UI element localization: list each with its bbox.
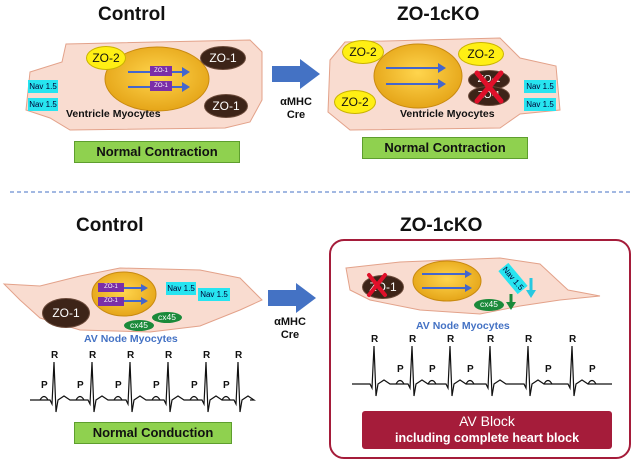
ecg-ko-p-wave bbox=[427, 379, 437, 385]
bottom-arrow-label-line2: Cre bbox=[280, 329, 300, 341]
cx45-av-control-b: cx45 bbox=[124, 320, 154, 331]
top-arrow-label: αMHC Cre bbox=[276, 96, 316, 122]
ecg-ko bbox=[352, 345, 612, 397]
ecg-control-r-label: R bbox=[235, 350, 243, 361]
ecg-ko-p-label: P bbox=[545, 364, 552, 375]
ecg-control-r-label: R bbox=[89, 350, 97, 361]
ecg-control-p-label: P bbox=[77, 380, 84, 391]
ecg-control-p-label: P bbox=[153, 380, 160, 391]
nav15-av-control-a: Nav 1.5 bbox=[166, 282, 196, 295]
ecg-ko-p-wave bbox=[465, 379, 475, 385]
nav15-av-control-b: Nav 1.5 bbox=[198, 288, 230, 301]
av-label-control: AV Node Myocytes bbox=[84, 333, 178, 345]
ecg-control-p-label: P bbox=[41, 380, 48, 391]
top-control-title: Control bbox=[98, 4, 166, 25]
ecg-control-p-wave bbox=[189, 395, 199, 401]
ecg-control-r-label: R bbox=[51, 350, 59, 361]
av-block-subtitle: including complete heart block bbox=[394, 431, 580, 445]
zo1-control-a: ZO-1 bbox=[200, 46, 246, 70]
bottom-arrow-label: αMHC Cre bbox=[270, 316, 310, 342]
ecg-ko-trace bbox=[352, 345, 612, 397]
nucleus-control-top bbox=[104, 46, 210, 112]
zo1-av-control: ZO-1 bbox=[42, 298, 90, 328]
ecg-control-p-wave bbox=[113, 395, 123, 401]
ecg-control-r-label: R bbox=[127, 350, 135, 361]
ecg-control-p-wave bbox=[75, 395, 85, 401]
nucleus-ko-top bbox=[373, 43, 463, 109]
nucleus-zo1-control-a: ZO-1 bbox=[150, 66, 172, 76]
nav15-control-b: Nav 1.5 bbox=[28, 98, 58, 111]
ecg-control-r-label: R bbox=[165, 350, 173, 361]
ecg-control-p-wave bbox=[39, 395, 49, 401]
ecg-control-p-label: P bbox=[115, 380, 122, 391]
top-arrow bbox=[272, 59, 320, 89]
ecg-ko-r-label: R bbox=[569, 334, 577, 345]
ecg-ko-p-label: P bbox=[467, 364, 474, 375]
av-block-box: AV Block including complete heart block bbox=[362, 411, 612, 449]
ecg-ko-p-wave bbox=[395, 379, 405, 385]
ecg-control-p-label: P bbox=[191, 380, 198, 391]
ecg-control-p-wave bbox=[151, 395, 161, 401]
ecg-ko-p-wave bbox=[543, 379, 553, 385]
ecg-ko-r-label: R bbox=[487, 334, 495, 345]
nucleus-control-bottom bbox=[91, 271, 157, 317]
bottom-arrow-label-line1: αMHC bbox=[274, 316, 306, 328]
av-label-ko: AV Node Myocytes bbox=[416, 320, 510, 332]
ecg-control-r-label: R bbox=[203, 350, 211, 361]
ecg-ko-r-label: R bbox=[525, 334, 533, 345]
ventricle-label-control: Ventricle Myocytes bbox=[66, 108, 161, 120]
ecg-ko-p-wave bbox=[587, 379, 597, 385]
top-ko-title: ZO-1cKO bbox=[397, 4, 480, 25]
bottom-control-title: Control bbox=[76, 215, 144, 236]
normal-contraction-ko: Normal Contraction bbox=[362, 137, 528, 159]
nucleus-zo1-control-b: ZO-1 bbox=[150, 81, 172, 91]
top-arrow-label-line1: αMHC bbox=[280, 96, 312, 108]
av-block-title: AV Block bbox=[459, 413, 515, 429]
bottom-arrow bbox=[268, 283, 316, 313]
ecg-control-p-label: P bbox=[223, 380, 230, 391]
ecg-ko-p-label: P bbox=[589, 364, 596, 375]
ecg-ko-r-label: R bbox=[409, 334, 417, 345]
zo1-control-b: ZO-1 bbox=[204, 94, 248, 118]
ecg-ko-p-label: P bbox=[429, 364, 436, 375]
ecg-ko-r-label: R bbox=[371, 334, 379, 345]
zo2-ko-c: ZO-2 bbox=[334, 90, 376, 114]
nav15-ko-b: Nav 1.5 bbox=[524, 98, 556, 111]
ecg-ko-r-label: R bbox=[447, 334, 455, 345]
nucleus-zo1-av-b: ZO-1 bbox=[98, 297, 124, 306]
zo2-ko-a: ZO-2 bbox=[342, 40, 384, 64]
ecg-ko-p-label: P bbox=[397, 364, 404, 375]
cx45-av-ko: cx45 bbox=[474, 299, 504, 311]
ecg-control-p-wave bbox=[221, 395, 231, 401]
nucleus-zo1-av-a: ZO-1 bbox=[98, 283, 124, 292]
nucleus-ko-bottom bbox=[412, 260, 482, 302]
ventricle-label-ko: Ventricle Myocytes bbox=[400, 108, 495, 120]
nav15-ko-a: Nav 1.5 bbox=[524, 80, 556, 93]
ko-cross-icon-top bbox=[474, 70, 504, 104]
zo2-control: ZO-2 bbox=[86, 46, 126, 70]
normal-conduction: Normal Conduction bbox=[74, 422, 232, 444]
normal-contraction-control: Normal Contraction bbox=[74, 141, 240, 163]
bottom-ko-title: ZO-1cKO bbox=[400, 215, 483, 236]
ecg-control bbox=[30, 361, 256, 413]
nav15-control-a: Nav 1.5 bbox=[28, 80, 58, 93]
cx45-av-control-a: cx45 bbox=[152, 312, 182, 323]
ecg-control-trace bbox=[30, 361, 256, 413]
ko-cross-icon-bottom bbox=[367, 273, 387, 297]
zo2-ko-b: ZO-2 bbox=[458, 42, 504, 66]
top-arrow-label-line2: Cre bbox=[286, 109, 306, 121]
